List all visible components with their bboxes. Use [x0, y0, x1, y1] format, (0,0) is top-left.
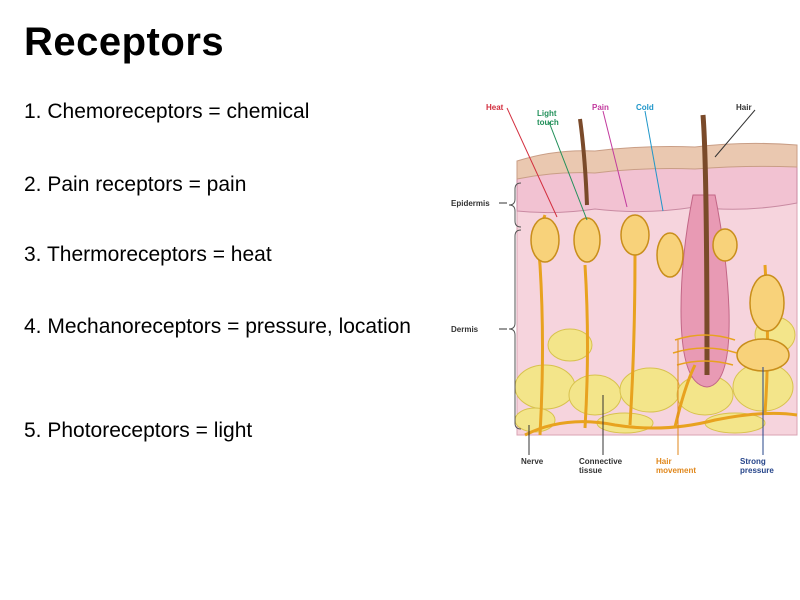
skin-receptor-diagram: Heat Light touch Pain Cold Hair Epidermi…: [445, 95, 800, 485]
label-strong-pressure-line1: Strong: [740, 457, 766, 466]
list-item-pain-receptors: 2. Pain receptors = pain: [24, 173, 247, 196]
label-nerve: Nerve: [521, 457, 544, 466]
label-cold: Cold: [636, 103, 654, 112]
label-epidermis: Epidermis: [451, 199, 490, 208]
label-strong-pressure: Strong pressure: [740, 457, 774, 475]
label-strong-pressure-line2: pressure: [740, 466, 774, 475]
label-pain: Pain: [592, 103, 609, 112]
label-light-touch-line2: touch: [537, 118, 559, 127]
label-light-touch-line1: Light: [537, 109, 557, 118]
label-connective-line1: Connective: [579, 457, 623, 466]
label-connective-tissue: Connective tissue: [579, 457, 622, 475]
slide-title: Receptors: [24, 20, 225, 64]
list-item-mechanoreceptors: 4. Mechanoreceptors = pressure, location: [24, 315, 411, 338]
label-hair: Hair: [736, 103, 752, 112]
label-light-touch: Light touch: [537, 109, 559, 127]
list-item-thermoreceptors: 3. Thermoreceptors = heat: [24, 243, 272, 266]
label-hair-movement-line1: Hair: [656, 457, 672, 466]
label-heat: Heat: [486, 103, 504, 112]
label-hair-movement: Hair movement: [656, 457, 696, 475]
label-hair-movement-line2: movement: [656, 466, 697, 475]
list-item-chemoreceptors: 1. Chemoreceptors = chemical: [24, 100, 310, 123]
label-dermis: Dermis: [451, 325, 479, 334]
list-item-photoreceptors: 5. Photoreceptors = light: [24, 419, 253, 442]
label-connective-line2: tissue: [579, 466, 603, 475]
skin-illustration: [499, 107, 798, 455]
